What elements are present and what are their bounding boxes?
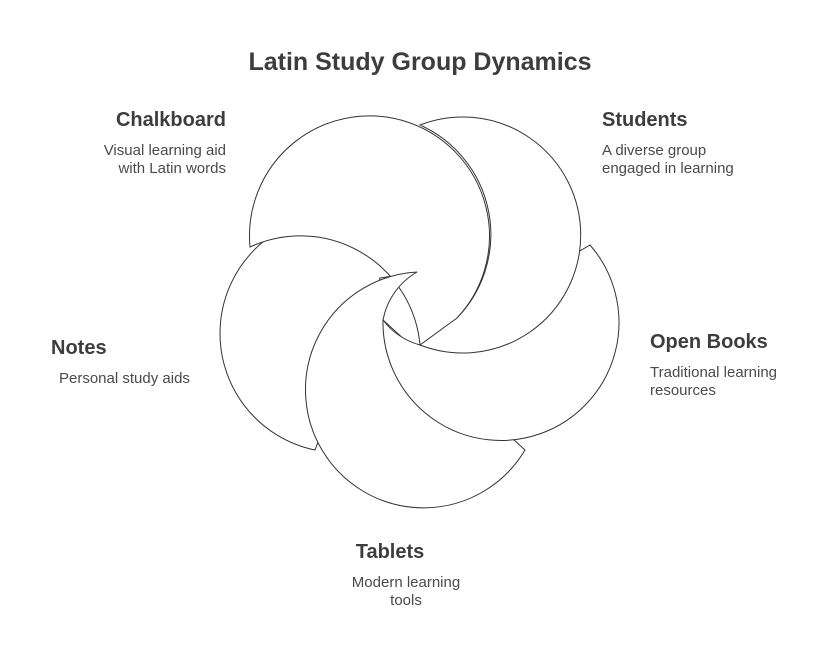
label-chalkboard: Chalkboard Visual learning aid with Lati…	[60, 109, 226, 178]
tablets-description: Modern learning tools	[351, 574, 461, 609]
petal-students	[418, 116, 582, 354]
label-tablets: Tablets Modern learning tools	[296, 541, 516, 610]
notes-heading: Notes	[51, 337, 107, 359]
open-books-description: Traditional learning resources	[650, 364, 778, 399]
chalkboard-heading: Chalkboard	[115, 109, 226, 131]
label-students: Students A diverse group engaged in lear…	[602, 109, 802, 178]
petal-chalkboard	[249, 115, 490, 346]
students-heading: Students	[602, 109, 688, 131]
label-open-books: Open Books Traditional learning resource…	[650, 331, 830, 400]
tablets-heading: Tablets	[355, 541, 425, 563]
notes-description: Personal study aids	[59, 370, 190, 387]
open-books-heading: Open Books	[650, 331, 768, 353]
diagram-title: Latin Study Group Dynamics	[248, 48, 592, 76]
students-description: A diverse group engaged in learning	[602, 142, 734, 177]
label-notes: Notes Personal study aids	[51, 337, 231, 388]
chalkboard-description: Visual learning aid with Latin words	[103, 142, 226, 177]
